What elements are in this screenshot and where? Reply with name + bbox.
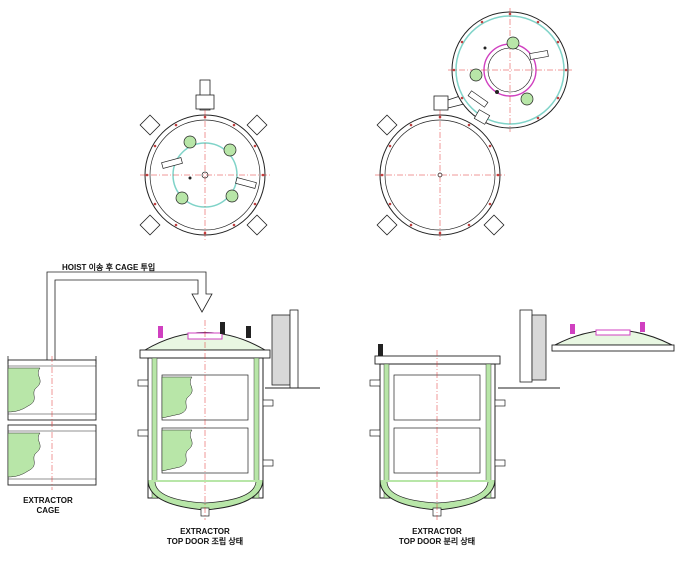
separated-caption-line2: TOP DOOR 분리 상태: [399, 536, 475, 546]
cage-caption-line2: CAGE: [36, 506, 60, 515]
extractor-assembled-view: [137, 309, 320, 520]
plan-view-closed: [139, 79, 270, 240]
plan-view-open: [375, 8, 572, 240]
extractor-separated-view: [369, 309, 675, 520]
hoist-transfer-arrow: [46, 271, 213, 364]
assembled-caption-line1: EXTRACTOR: [180, 527, 230, 536]
hoist-note: HOIST 이송 후 CAGE 투입: [62, 262, 155, 272]
extractor-cage-view: [7, 356, 97, 490]
separated-caption-line1: EXTRACTOR: [412, 527, 462, 536]
assembled-caption-line2: TOP DOOR 조립 상태: [167, 536, 243, 546]
cage-caption-line1: EXTRACTOR: [23, 496, 73, 505]
